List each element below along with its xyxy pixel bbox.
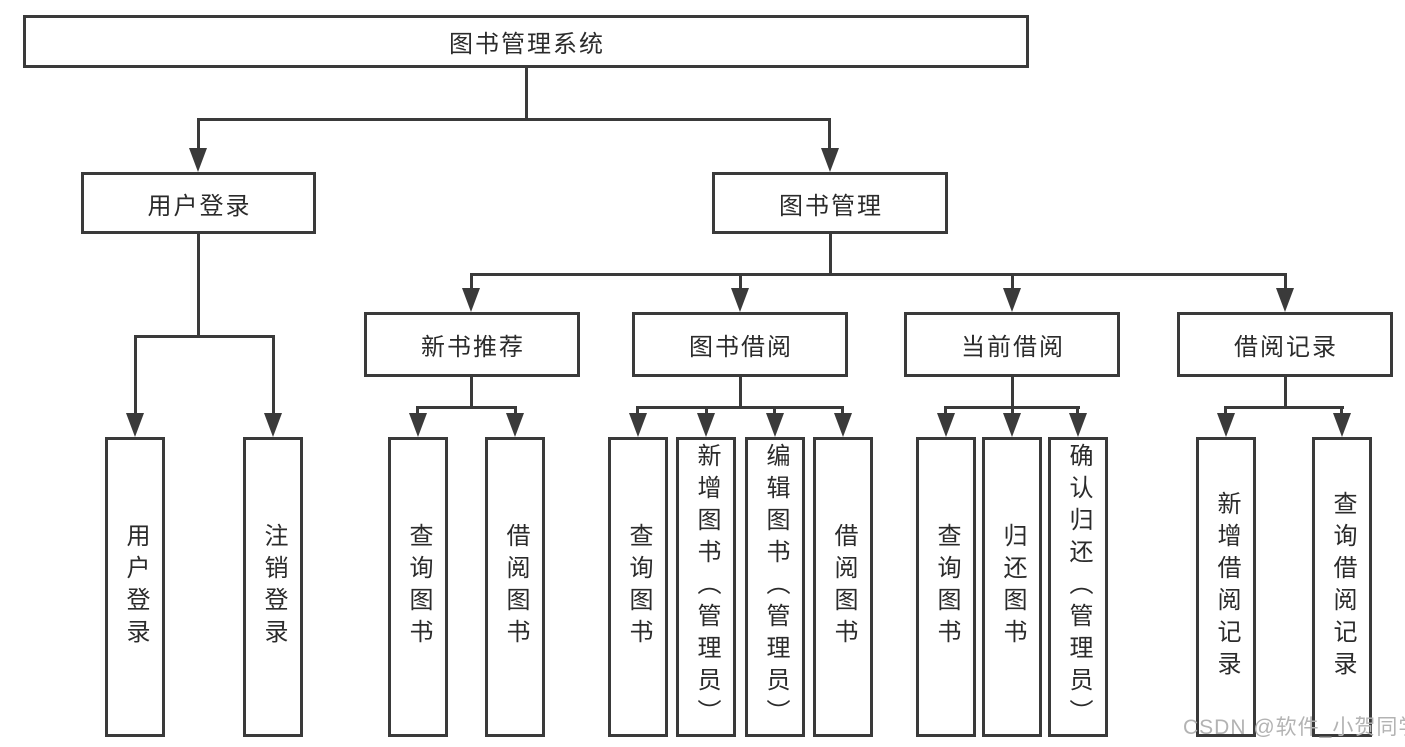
connector-hline [416,406,517,409]
leaf-label: 确认归还（管理员） [1065,443,1092,731]
connector-hline [1224,406,1344,409]
arrowhead-down-icon [1069,413,1087,437]
connector-vline [134,335,137,415]
arrowhead-down-icon [731,288,749,312]
connector-vline [636,406,639,418]
leaf-label: 查询图书 [933,523,960,651]
leaf-label: 借阅图书 [830,523,857,651]
leaf-add-books-admin: 新增图书（管理员） [676,437,736,737]
arrowhead-down-icon [1217,413,1235,437]
leaf-label: 新增借阅记录 [1213,491,1240,683]
node-root: 图书管理系统 [23,15,1029,68]
connector-vline [705,406,708,418]
leaf-label: 编辑图书（管理员） [762,443,789,731]
leaf-logout: 注销登录 [243,437,303,737]
connector-vline [470,273,473,293]
arrowhead-down-icon [506,413,524,437]
connector-vline [1011,406,1014,418]
connector-vline [525,68,528,118]
connector-vline [1224,406,1227,418]
connector-vline [828,118,831,152]
connector-vline [1011,377,1014,406]
arrowhead-down-icon [1003,413,1021,437]
arrowhead-down-icon [834,413,852,437]
connector-vline [197,234,200,335]
connector-vline [841,406,844,418]
arrowhead-down-icon [937,413,955,437]
node-book-borrow: 图书借阅 [632,312,848,377]
node-current-borrow: 当前借阅 [904,312,1120,377]
connector-hline [470,273,1287,276]
leaf-add-borrow-record: 新增借阅记录 [1196,437,1256,737]
arrowhead-down-icon [1333,413,1351,437]
arrowhead-down-icon [697,413,715,437]
connector-vline [470,377,473,406]
connector-vline [1284,377,1287,406]
node-book-management: 图书管理 [712,172,948,234]
connector-vline [739,377,742,406]
leaf-label: 查询图书 [405,523,432,651]
arrowhead-down-icon [629,413,647,437]
leaf-label: 查询图书 [625,523,652,651]
arrowhead-down-icon [1003,288,1021,312]
connector-hline [636,406,844,409]
leaf-label: 借阅图书 [502,523,529,651]
arrowhead-down-icon [1276,288,1294,312]
connector-vline [1011,273,1014,293]
connector-vline [1284,273,1287,293]
arrowhead-down-icon [462,288,480,312]
arrowhead-down-icon [126,413,144,437]
leaf-query-books-recommend: 查询图书 [388,437,448,737]
node-new-book-recommend: 新书推荐 [364,312,580,377]
leaf-query-books-current: 查询图书 [916,437,976,737]
connector-vline [514,406,517,418]
leaf-borrow-books-recommend: 借阅图书 [485,437,545,737]
connector-vline [944,406,947,418]
arrowhead-down-icon [189,148,207,172]
arrowhead-down-icon [264,413,282,437]
arrowhead-down-icon [409,413,427,437]
leaf-edit-books-admin: 编辑图书（管理员） [745,437,805,737]
connector-vline [272,335,275,415]
connector-vline [739,273,742,293]
connector-vline [829,234,832,273]
leaf-label: 注销登录 [260,523,287,651]
leaf-query-borrow-record: 查询借阅记录 [1312,437,1372,737]
leaf-return-books: 归还图书 [982,437,1042,737]
leaf-label: 用户登录 [122,523,149,651]
arrowhead-down-icon [766,413,784,437]
watermark-text: CSDN @软件_小贺同学 [1183,716,1405,739]
connector-vline [1076,406,1079,418]
connector-vline [197,118,200,152]
node-user-login: 用户登录 [81,172,316,234]
leaf-user-login: 用户登录 [105,437,165,737]
leaf-confirm-return-admin: 确认归还（管理员） [1048,437,1108,737]
connector-vline [416,406,419,418]
leaf-query-books-borrow: 查询图书 [608,437,668,737]
leaf-label: 新增图书（管理员） [693,443,720,731]
connector-hline [197,118,831,121]
connector-hline [134,335,275,338]
connector-vline [1340,406,1343,418]
leaf-borrow-books: 借阅图书 [813,437,873,737]
connector-vline [773,406,776,418]
node-borrow-records: 借阅记录 [1177,312,1393,377]
leaf-label: 归还图书 [999,523,1026,651]
arrowhead-down-icon [821,148,839,172]
leaf-label: 查询借阅记录 [1329,491,1356,683]
